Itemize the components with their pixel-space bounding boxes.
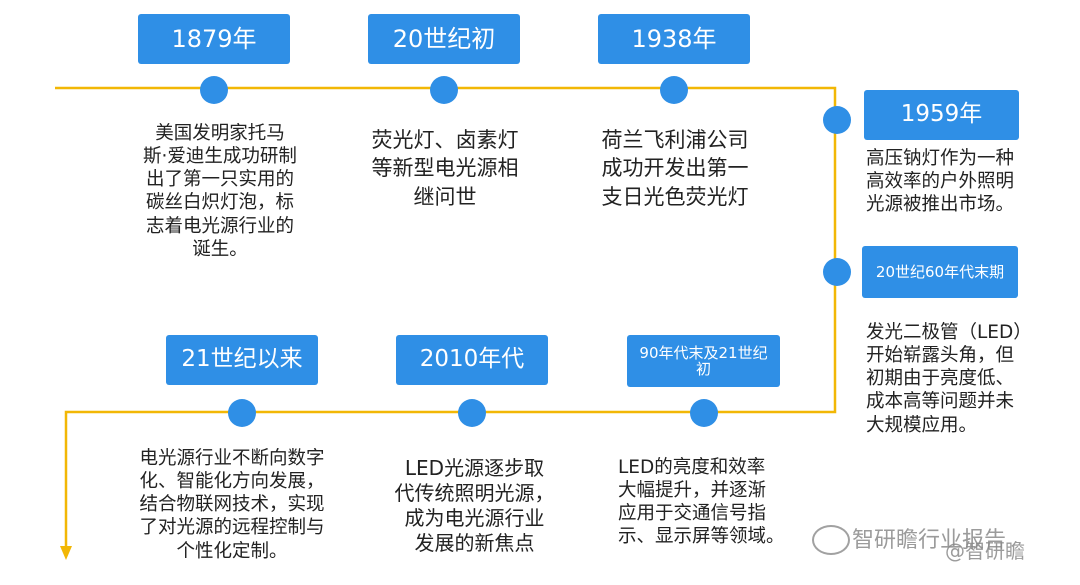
milestone-label-21c: 21世纪以来 — [166, 335, 318, 385]
wechat-icon — [812, 525, 850, 555]
timeline-dot-1959 — [823, 106, 851, 134]
milestone-desc-1879: 美国发明家托马 斯·爱迪生成功研制 出了第一只实用的 碳丝白炽灯泡，标 志着电光… — [143, 123, 297, 260]
timeline-dot-late-90s — [690, 399, 718, 427]
milestone-desc-1938: 荷兰飞利浦公司 成功开发出第一 支日光色荧光灯 — [601, 128, 749, 209]
milestone-label-early-20c: 20世纪初 — [368, 14, 520, 64]
arrow-down-icon — [60, 546, 72, 560]
timeline-dot-1938 — [660, 76, 688, 104]
timeline-dot-late-1960s — [823, 258, 851, 286]
milestone-desc-late-1960s: 发光二极管（LED） 开始崭露头角，但 初期由于亮度低、 成本高等问题并未 大规… — [866, 322, 1032, 436]
milestone-label-1938: 1938年 — [598, 14, 750, 64]
milestone-label-2010s: 2010年代 — [396, 335, 548, 385]
milestone-label-late-90s: 90年代末及21世纪 初 — [627, 335, 780, 387]
timeline-dot-early-20c — [430, 76, 458, 104]
milestone-desc-early-20c: 荧光灯、卤素灯 等新型电光源相 继问世 — [371, 128, 519, 209]
watermark-text: 智研瞻行业报告 — [852, 528, 1007, 553]
milestone-desc-2010s: LED光源逐步取 代传统照明光源， 成为电光源行业 发展的新焦点 — [394, 456, 555, 555]
timeline-dot-1879 — [200, 76, 228, 104]
milestone-label-late-1960s: 20世纪60年代末期 — [862, 246, 1018, 298]
timeline-dot-2010s — [458, 399, 486, 427]
milestone-desc-21c: 电光源行业不断向数字 化、智能化方向发展， 结合物联网技术，实现 了对光源的远程… — [139, 448, 325, 562]
milestone-label-1879: 1879年 — [138, 14, 290, 64]
timeline-dot-21c — [228, 399, 256, 427]
milestone-label-1959: 1959年 — [864, 90, 1019, 140]
milestone-desc-1959: 高压钠灯作为一种 高效率的户外照明 光源被推出市场。 — [866, 148, 1015, 216]
milestone-desc-late-90s: LED的亮度和效率 大幅提升，并逐渐 应用于交通信号指 示、显示屏等领域。 — [618, 457, 785, 548]
watermark-handle: @智研瞻 — [945, 539, 1025, 563]
